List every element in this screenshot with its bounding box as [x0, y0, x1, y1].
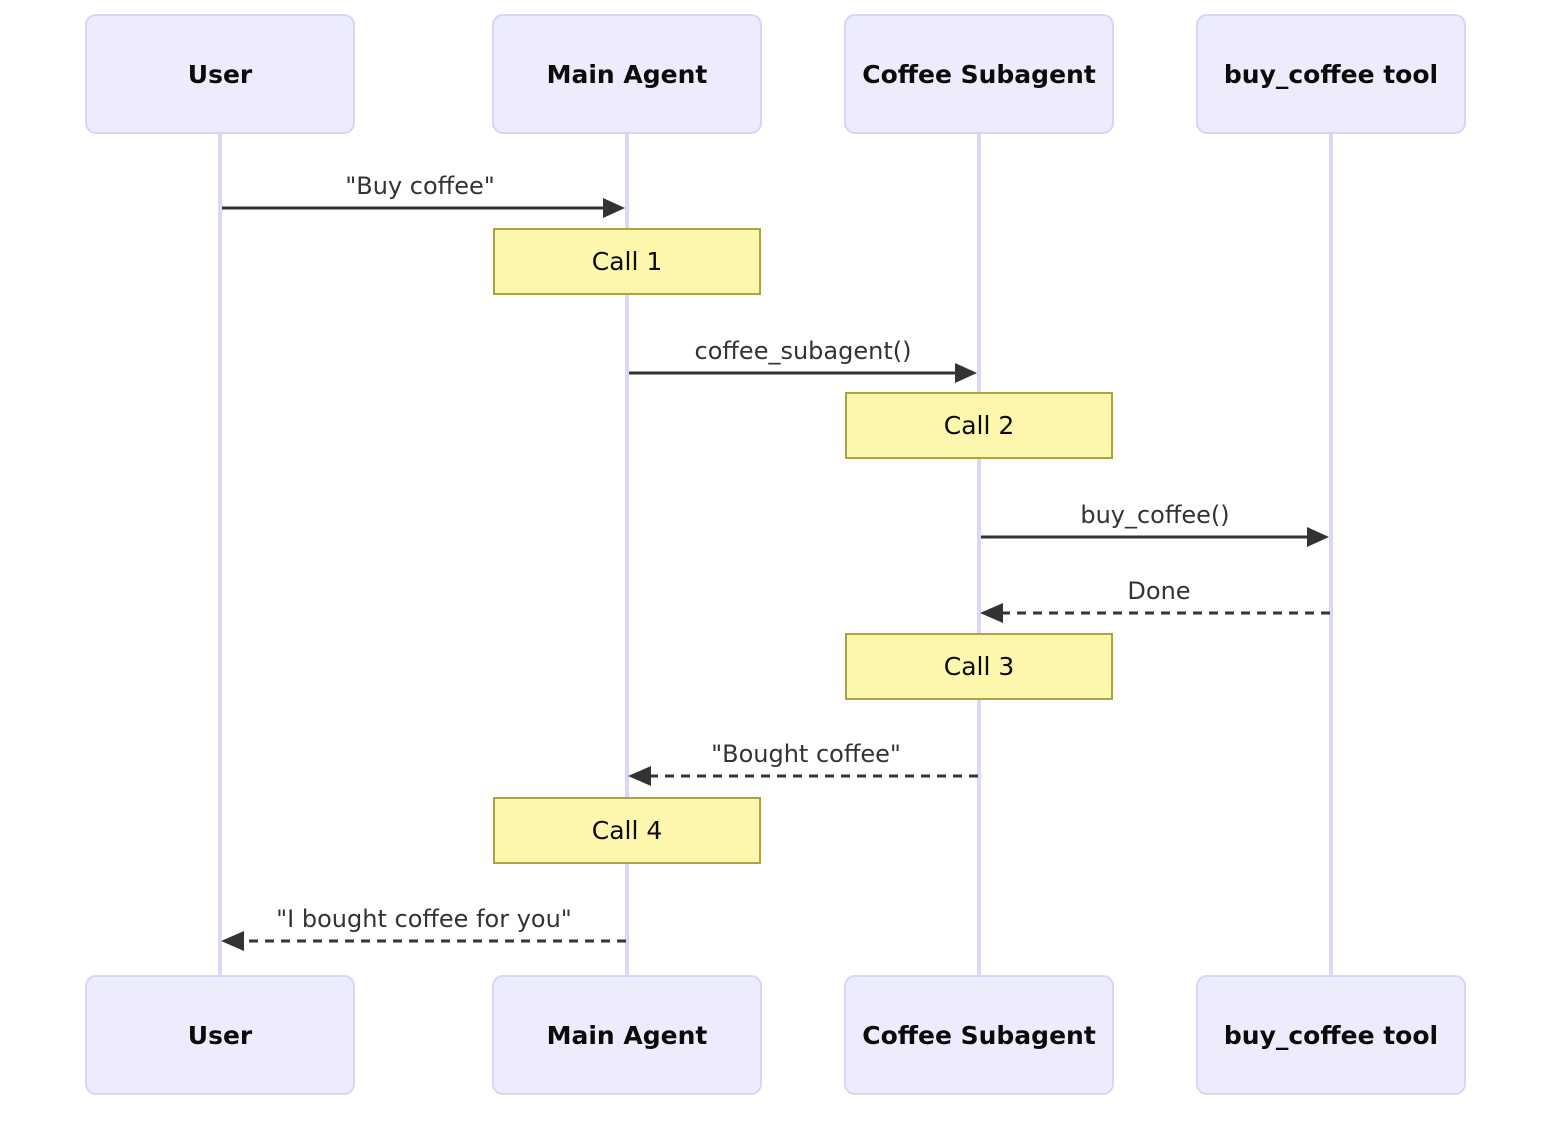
note-label: Call 2 [944, 411, 1015, 440]
participant-buy-coffee-tool-bottom[interactable]: buy_coffee tool [1196, 975, 1466, 1095]
participant-box [844, 975, 1114, 1095]
note-label: Call 1 [592, 247, 663, 276]
message-final-reply[interactable]: "I bought coffee for you" [221, 905, 626, 951]
message-label: coffee_subagent() [695, 337, 912, 365]
participant-box [492, 975, 762, 1095]
participant-label: Coffee Subagent [862, 1021, 1096, 1050]
message-buy-coffee-call[interactable]: buy_coffee() [981, 501, 1329, 547]
note-box [493, 797, 761, 864]
note-label: Call 3 [944, 652, 1015, 681]
participants-bottom-group: User Main Agent Coffee Subagent buy_coff… [85, 975, 1466, 1095]
arrowhead-icon [1307, 527, 1329, 547]
participant-box [85, 14, 355, 134]
note-box [845, 633, 1113, 700]
participant-box [1196, 975, 1466, 1095]
participant-coffee-subagent-bottom[interactable]: Coffee Subagent [844, 975, 1114, 1095]
participant-user-top[interactable]: User [85, 14, 355, 134]
participant-label: User [188, 60, 253, 89]
message-bought-coffee-return[interactable]: "Bought coffee" [628, 740, 978, 786]
message-label: "I bought coffee for you" [276, 905, 572, 933]
lifelines-group [218, 133, 1333, 976]
messages-group: "Buy coffee" coffee_subagent() buy_coffe… [221, 172, 1330, 951]
participant-user-bottom[interactable]: User [85, 975, 355, 1095]
participant-label: buy_coffee tool [1224, 1021, 1438, 1050]
note-call-3[interactable]: Call 3 [845, 633, 1113, 700]
note-call-1[interactable]: Call 1 [493, 228, 761, 295]
notes-group: Call 1 Call 2 Call 3 Call 4 [493, 228, 1113, 864]
participant-box [492, 14, 762, 134]
note-box [493, 228, 761, 295]
participant-box [85, 975, 355, 1095]
participant-label: User [188, 1021, 253, 1050]
participants-top-group: User Main Agent Coffee Subagent buy_coff… [85, 14, 1466, 134]
note-call-2[interactable]: Call 2 [845, 392, 1113, 459]
message-label: buy_coffee() [1080, 501, 1229, 529]
message-buy-coffee[interactable]: "Buy coffee" [222, 172, 625, 218]
participant-main-agent-bottom[interactable]: Main Agent [492, 975, 762, 1095]
participant-label: Coffee Subagent [862, 60, 1096, 89]
participant-label: Main Agent [547, 60, 708, 89]
note-call-4[interactable]: Call 4 [493, 797, 761, 864]
participant-box [1196, 14, 1466, 134]
participant-label: Main Agent [547, 1021, 708, 1050]
message-coffee-subagent-call[interactable]: coffee_subagent() [629, 337, 977, 383]
arrowhead-icon [628, 766, 651, 786]
arrowhead-icon [603, 198, 625, 218]
message-label: "Bought coffee" [711, 740, 901, 768]
participant-box [844, 14, 1114, 134]
message-label: "Buy coffee" [345, 172, 495, 200]
note-box [845, 392, 1113, 459]
participant-coffee-subagent-top[interactable]: Coffee Subagent [844, 14, 1114, 134]
participant-buy-coffee-tool-top[interactable]: buy_coffee tool [1196, 14, 1466, 134]
message-label: Done [1127, 577, 1190, 605]
arrowhead-icon [955, 363, 977, 383]
participant-label: buy_coffee tool [1224, 60, 1438, 89]
message-done-return[interactable]: Done [980, 577, 1330, 623]
note-label: Call 4 [592, 816, 663, 845]
arrowhead-icon [980, 603, 1003, 623]
participant-main-agent-top[interactable]: Main Agent [492, 14, 762, 134]
arrowhead-icon [221, 931, 244, 951]
